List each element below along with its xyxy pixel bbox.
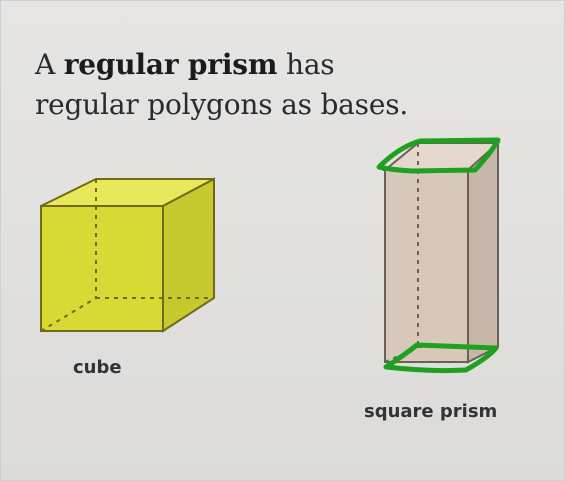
cube-diagram (40, 177, 215, 333)
cube-caption: cube (73, 357, 122, 378)
base-highlights (376, 137, 501, 374)
prism-front-face (384, 169, 469, 363)
cube-right-face (162, 177, 215, 333)
definition-line-2: regular polygons as bases. (35, 88, 409, 121)
definition-suffix: has (277, 48, 335, 81)
cube-front-face (40, 205, 164, 332)
cube-hidden-edges (40, 179, 214, 332)
definition-text: A regular prism has regular polygons as … (35, 45, 475, 125)
term-regular-prism: regular prism (63, 48, 278, 81)
top-base-highlight (376, 137, 501, 174)
bottom-base-highlight (383, 342, 499, 374)
prism-right-face (467, 140, 499, 364)
square-prism-diagram (376, 137, 501, 374)
square-prism-caption: square prism (364, 401, 498, 422)
definition-prefix: A (35, 48, 64, 81)
